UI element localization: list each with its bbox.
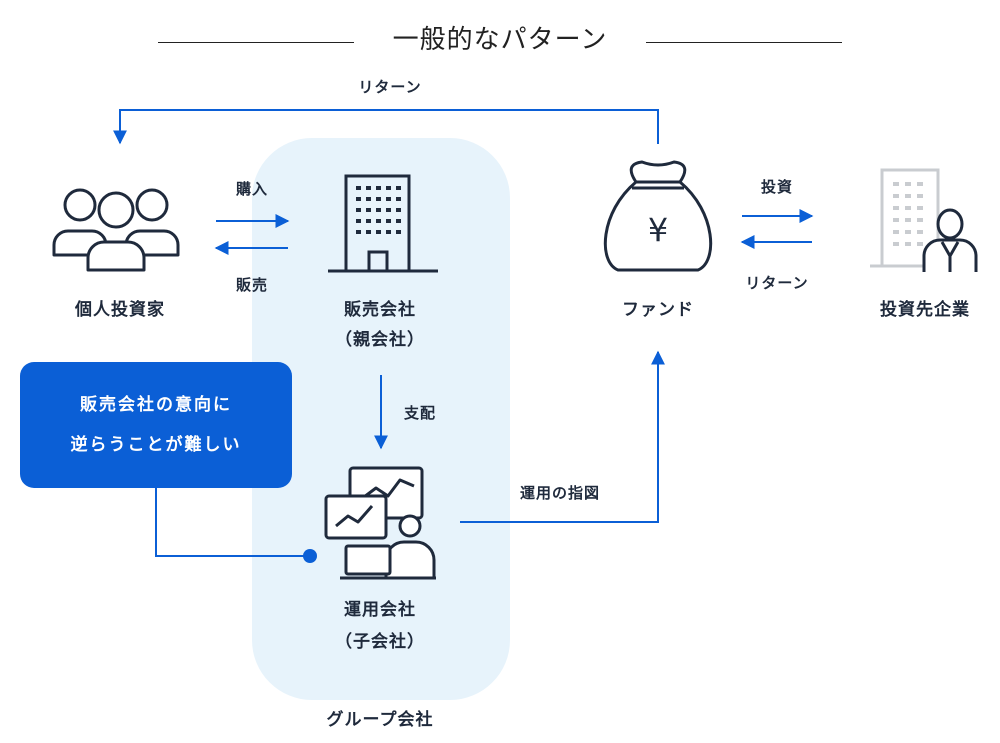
fund-manager-icon [324,466,436,580]
note-box: 販売会社の意向に 逆らうことが難しい [20,362,292,488]
title-rule-left [158,42,354,43]
return-right-label: リターン [745,274,809,292]
yen-icon: ¥ [647,211,669,249]
investor-label: 個人投資家 [75,300,165,320]
invest-label: 投資 [760,178,793,196]
company-label: 投資先企業 [880,300,970,320]
money-bag-icon [603,160,713,272]
building-icon [328,174,438,273]
note-line-2: 逆らうことが難しい [70,435,242,455]
control-label: 支配 [404,404,437,422]
manager-label-line2: （子会社） [335,632,425,652]
note-connector [155,488,308,557]
instruction-label: 運用の指図 [519,484,600,502]
return-top-arrow [113,109,659,145]
fund-label: ファンド [622,300,694,320]
business-person-icon [922,208,978,272]
page-title: 一般的なパターン [392,25,608,55]
group-company-label: グループ会社 [326,710,434,730]
instruction-arrow [460,350,665,523]
sale-label: 販売 [235,276,268,294]
return-top-label: リターン [358,78,422,96]
purchase-label: 購入 [235,180,268,198]
people-icon [52,188,180,272]
title-rule-right [646,42,842,43]
note-line-1: 販売会社の意向に [80,395,232,415]
manager-label-line1: 運用会社 [344,600,416,620]
seller-label-line2: （親会社） [335,330,425,350]
seller-label-line1: 販売会社 [344,300,416,320]
note-connector-dot [303,549,317,563]
